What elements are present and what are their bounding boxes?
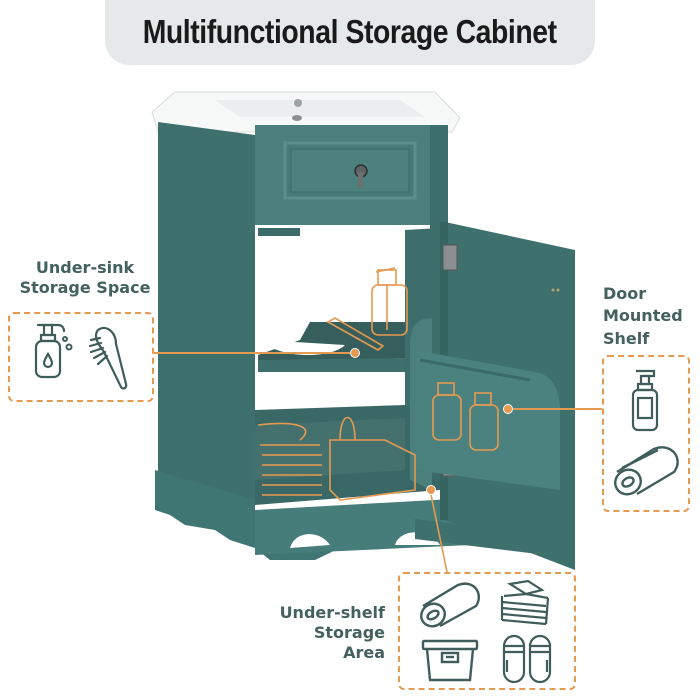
rolled-towel-icon (614, 446, 679, 496)
under-sink-leader-line (154, 352, 354, 354)
under-sink-icon-box (8, 312, 154, 402)
title-banner: Multifunctional Storage Cabinet (105, 0, 595, 65)
rolled-towel-icon (420, 582, 481, 628)
page-title: Multifunctional Storage Cabinet (143, 13, 557, 50)
door-mounted-label: Door Mounted Shelf (603, 283, 683, 350)
door-mounted-leader-line (508, 408, 602, 410)
folded-clothes-icon (500, 579, 550, 626)
door-mounted-marker (503, 404, 513, 414)
under-sink-marker (350, 348, 360, 358)
door-mounted-label-line1: Door (603, 284, 647, 303)
under-sink-label-line1: Under-sink (35, 258, 135, 277)
hairbrush-icon (88, 326, 128, 390)
slippers-icon (502, 634, 552, 684)
door-mounted-icon-box (602, 355, 690, 512)
under-shelf-label: Under-shelf Storage Area (270, 603, 385, 663)
under-sink-label: Under-sink Storage Space (10, 258, 160, 298)
door-mounted-label-line2: Mounted (603, 306, 683, 326)
storage-box-icon (421, 639, 479, 682)
under-shelf-marker (426, 485, 436, 495)
lotion-bottle-icon (631, 369, 659, 432)
soap-dispenser-icon (34, 323, 73, 379)
under-shelf-label-line2: Storage Area (313, 623, 385, 662)
under-shelf-icon-box (398, 572, 576, 690)
under-sink-label-line2: Storage Space (19, 278, 151, 297)
door-mounted-label-line3: Shelf (603, 328, 650, 348)
under-shelf-label-line1: Under-shelf (279, 603, 385, 622)
